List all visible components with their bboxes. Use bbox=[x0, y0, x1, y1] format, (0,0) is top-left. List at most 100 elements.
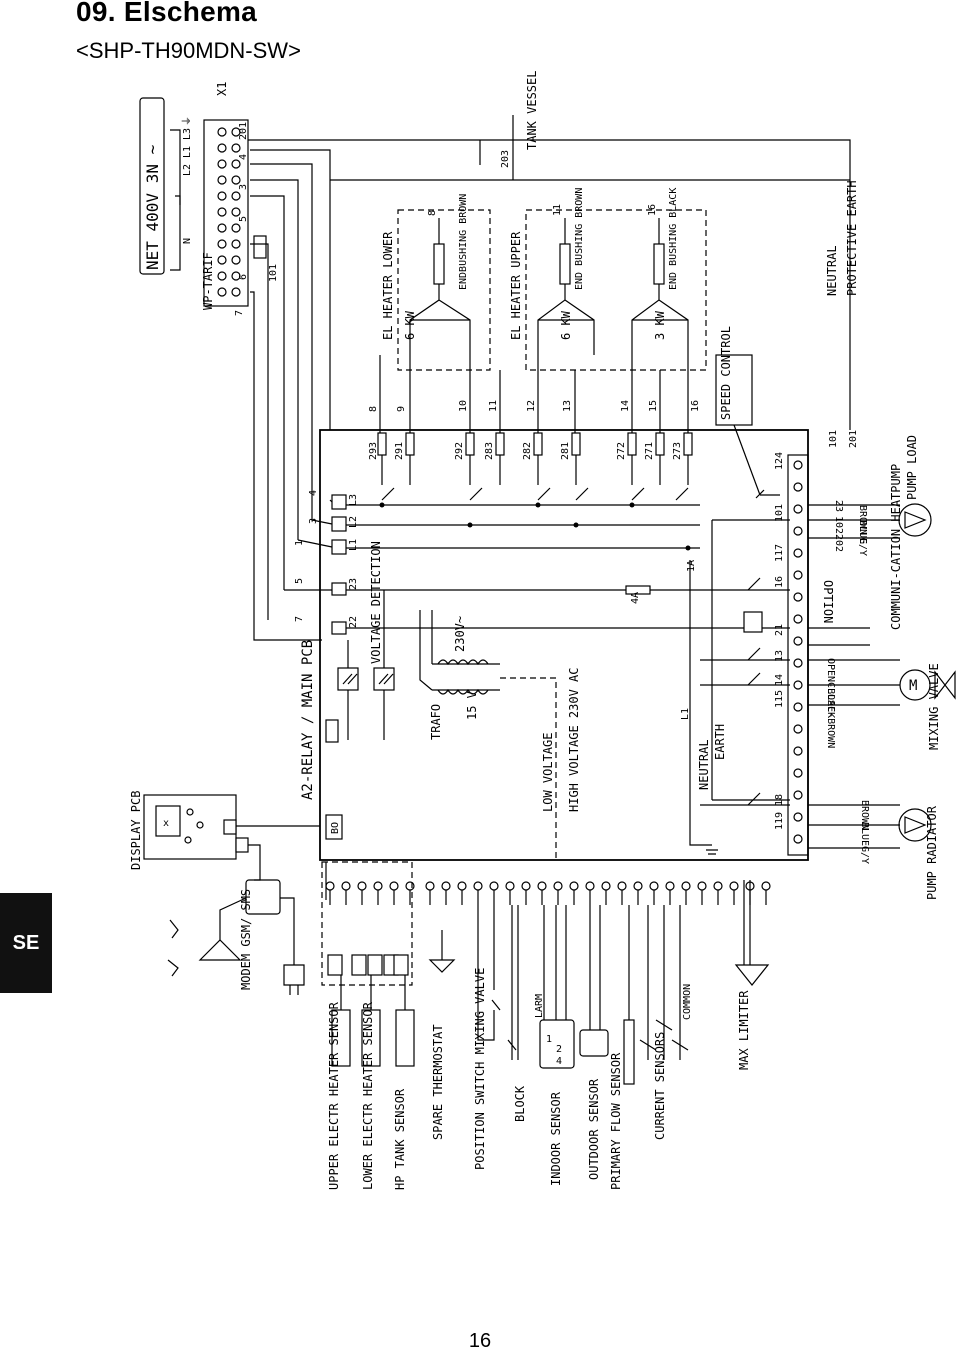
pcb-terminal-screw bbox=[793, 636, 803, 646]
wire-label-101: 101 bbox=[268, 264, 279, 282]
line-rail-label: L1 bbox=[680, 708, 691, 720]
language-tab[interactable]: SE bbox=[0, 893, 52, 993]
pump-radiator: BROWN BLUE G/Y PUMP RADIATOR bbox=[808, 800, 939, 900]
earth-rail-label: EARTH bbox=[713, 724, 727, 760]
heater-upper: EL HEATER UPPER 6 KW END BUSHING BROWN 1… bbox=[509, 188, 707, 371]
wire-num-12: 12 bbox=[526, 400, 537, 412]
pcb-in-23: 23 bbox=[348, 578, 359, 590]
mixing-close: CLOSE-BROWN bbox=[825, 682, 836, 748]
term-13: 13 bbox=[774, 650, 785, 662]
mixing-valve: M OPEN-BLACK CLOSE-BROWN MIXING VALVE bbox=[808, 658, 956, 750]
tank-wire-label: 203 bbox=[500, 150, 511, 168]
pcb-terminal-screw bbox=[793, 592, 803, 602]
earth-neutral: NEUTRAL PROTECTIVE EARTH bbox=[330, 179, 859, 430]
pump-load-label: PUMP LOAD bbox=[905, 435, 919, 500]
tank-vessel-label: TANK VESSEL bbox=[525, 71, 539, 150]
pcb-terminal-screw bbox=[793, 504, 803, 514]
pump-radiator-label: PUMP RADIATOR bbox=[925, 805, 939, 900]
sensor-terminal-screw bbox=[537, 881, 547, 891]
term-119: 119 bbox=[774, 812, 785, 830]
pcb-terminal-screw bbox=[793, 526, 803, 536]
pcb-terminal-screw bbox=[793, 658, 803, 668]
sensor-terminal-screw bbox=[601, 881, 611, 891]
terminal-label-l3: L3 bbox=[182, 128, 193, 140]
wire-label-3: 3 bbox=[238, 184, 249, 190]
motor-symbol: M bbox=[909, 678, 917, 694]
option-block: OPTION COMMUNI-CATION HEATPUMP bbox=[808, 464, 903, 646]
page-number: 16 bbox=[468, 1330, 492, 1352]
heater-upper-power: 6 KW bbox=[559, 310, 573, 340]
pcb-terminal-screw bbox=[793, 482, 803, 492]
sensor-upper-electr: UPPER ELECTR HEATER SENSOR bbox=[327, 1001, 341, 1190]
heater-lower: EL HEATER LOWER 6 KW ENDBUSHING BROWN 8 bbox=[381, 194, 491, 371]
high-voltage-label: HIGH VOLTAGE 230V AC bbox=[567, 668, 581, 813]
display-pcb: x DISPLAY PCB BO bbox=[129, 791, 343, 881]
pcb-terminal-screw bbox=[793, 746, 803, 756]
protective-earth-label: PROTECTIVE EARTH bbox=[845, 180, 859, 296]
sensor-terminal-screw bbox=[457, 881, 467, 891]
option-label: OPTION bbox=[821, 580, 835, 623]
sensor-terminal-screw bbox=[569, 881, 579, 891]
relay-282: 282 bbox=[522, 442, 533, 460]
wire-num-14: 14 bbox=[620, 400, 631, 412]
sensor-terminal-screw bbox=[473, 881, 483, 891]
model-subtitle: <SHP-TH90MDN-SW> bbox=[76, 38, 301, 63]
wire-label-6: 6 bbox=[238, 274, 249, 280]
mixing-valve-label: MIXING VALVE bbox=[927, 663, 941, 750]
current-common: COMMON bbox=[682, 984, 693, 1020]
sensor-terminal-screw bbox=[617, 881, 627, 891]
pcb-wire-7: 7 bbox=[294, 616, 305, 622]
terminal-label-n: N bbox=[182, 238, 193, 244]
pcb-terminal-screw bbox=[793, 702, 803, 712]
heater-third-bushing: END BUSHING BLACK bbox=[668, 188, 679, 290]
net-label: NET 400V 3N ~ bbox=[143, 145, 162, 270]
sensor-outdoor: OUTDOOR SENSOR bbox=[587, 1078, 601, 1180]
term-18: 18 bbox=[774, 794, 785, 806]
neutral-rail-label: NEUTRAL bbox=[697, 739, 711, 790]
sensor-terminal-screw bbox=[585, 881, 595, 891]
pump-rad-brown: BROWN bbox=[859, 800, 870, 830]
term-14: 14 bbox=[774, 674, 785, 686]
heater-upper-label: EL HEATER UPPER bbox=[509, 231, 523, 340]
sensor-terminal-screw bbox=[341, 881, 351, 891]
fuse-label: 4A bbox=[630, 592, 641, 604]
sensor-terminal-screw bbox=[357, 881, 367, 891]
pcb-in-l1: L1 bbox=[348, 539, 359, 551]
block-larm: LARM bbox=[534, 994, 545, 1018]
trafo: 230V~ 15 V TRAFO bbox=[419, 610, 500, 740]
pump-rad-blue: BLUE bbox=[859, 822, 870, 846]
pump-rad-gy: G/Y bbox=[859, 846, 870, 864]
relay-281: 281 bbox=[560, 442, 571, 460]
sensor-hp-tank: HP TANK SENSOR bbox=[393, 1088, 407, 1190]
sensor-terminal-screw bbox=[405, 881, 415, 891]
pcb-terminal-screw bbox=[793, 614, 803, 624]
pcb-terminal-screw bbox=[793, 548, 803, 558]
relay-271: 271 bbox=[644, 442, 655, 460]
sensor-current: CURRENT SENSORS bbox=[653, 1032, 667, 1140]
voltage-detection-label: VOLTAGE DETECTION bbox=[369, 541, 383, 664]
pump-load-brown: BROWN bbox=[857, 505, 868, 535]
supply-section: NET 400V 3N ~ X1 L1 L2 L3 N ⏚ WP-TARIF 7… bbox=[139, 82, 851, 641]
indoor-pin-2: 2 bbox=[556, 1044, 562, 1055]
sensor-terminal-screw bbox=[425, 881, 435, 891]
pump-load-102: 102 bbox=[833, 516, 844, 534]
heater-lower-bushing: ENDBUSHING BROWN bbox=[458, 194, 469, 290]
sensor-block: BLOCK bbox=[513, 1085, 527, 1122]
pcb-wire-1: 1 bbox=[294, 540, 305, 546]
wire-label-201: 201 bbox=[238, 122, 249, 140]
wire-num-8: 8 bbox=[368, 406, 379, 412]
relay-272: 272 bbox=[616, 442, 627, 460]
sensor-terminal-screw bbox=[761, 881, 771, 891]
sensor-terminal-screw bbox=[441, 881, 451, 891]
pcb-wire-4: 4 bbox=[308, 490, 319, 496]
main-pcb-label: A2-RELAY / MAIN PCB bbox=[300, 640, 316, 800]
mixing-open: OPEN-BLACK bbox=[825, 658, 836, 718]
display-pcb-label: DISPLAY PCB bbox=[129, 791, 143, 870]
term-21: 21 bbox=[774, 624, 785, 636]
term-1a: 1A bbox=[686, 560, 697, 572]
heater-upper-wire: 11 bbox=[552, 204, 563, 216]
display-connector: BO bbox=[330, 822, 341, 834]
relay-291: 291 bbox=[394, 442, 405, 460]
pcb-terminal-screw bbox=[793, 812, 803, 822]
tank-vessel: 203 TANK VESSEL bbox=[479, 71, 539, 180]
